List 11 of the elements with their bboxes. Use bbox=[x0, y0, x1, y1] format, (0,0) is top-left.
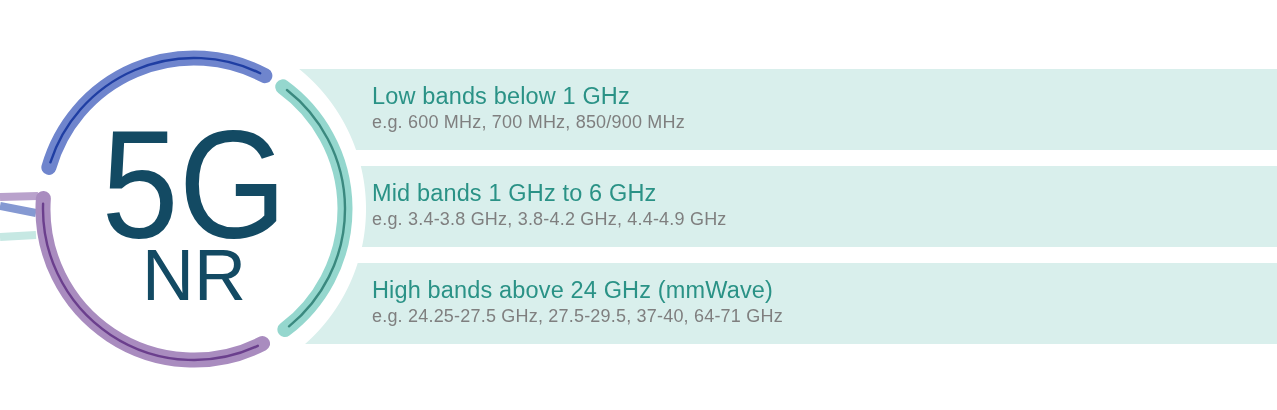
band-examples: e.g. 24.25-27.5 GHz, 27.5-29.5, 37-40, 64-71 GHz bbox=[372, 306, 783, 325]
band-panel bbox=[360, 166, 1277, 247]
band-panel bbox=[299, 69, 1277, 150]
subheading: NR bbox=[142, 246, 246, 304]
band-title: High bands above 24 GHz (mmWave) bbox=[372, 279, 773, 303]
band-panel bbox=[305, 263, 1277, 344]
band-title: Mid bands 1 GHz to 6 GHz bbox=[372, 182, 657, 206]
band-examples: e.g. 3.4-3.8 GHz, 3.8-4.2 GHz, 4.4-4.9 GHz bbox=[372, 209, 727, 228]
large-heading: 5G bbox=[101, 124, 287, 245]
band-title: Low bands below 1 GHz bbox=[372, 85, 630, 109]
band-examples: e.g. 600 MHz, 700 MHz, 850/900 MHz bbox=[372, 112, 685, 131]
